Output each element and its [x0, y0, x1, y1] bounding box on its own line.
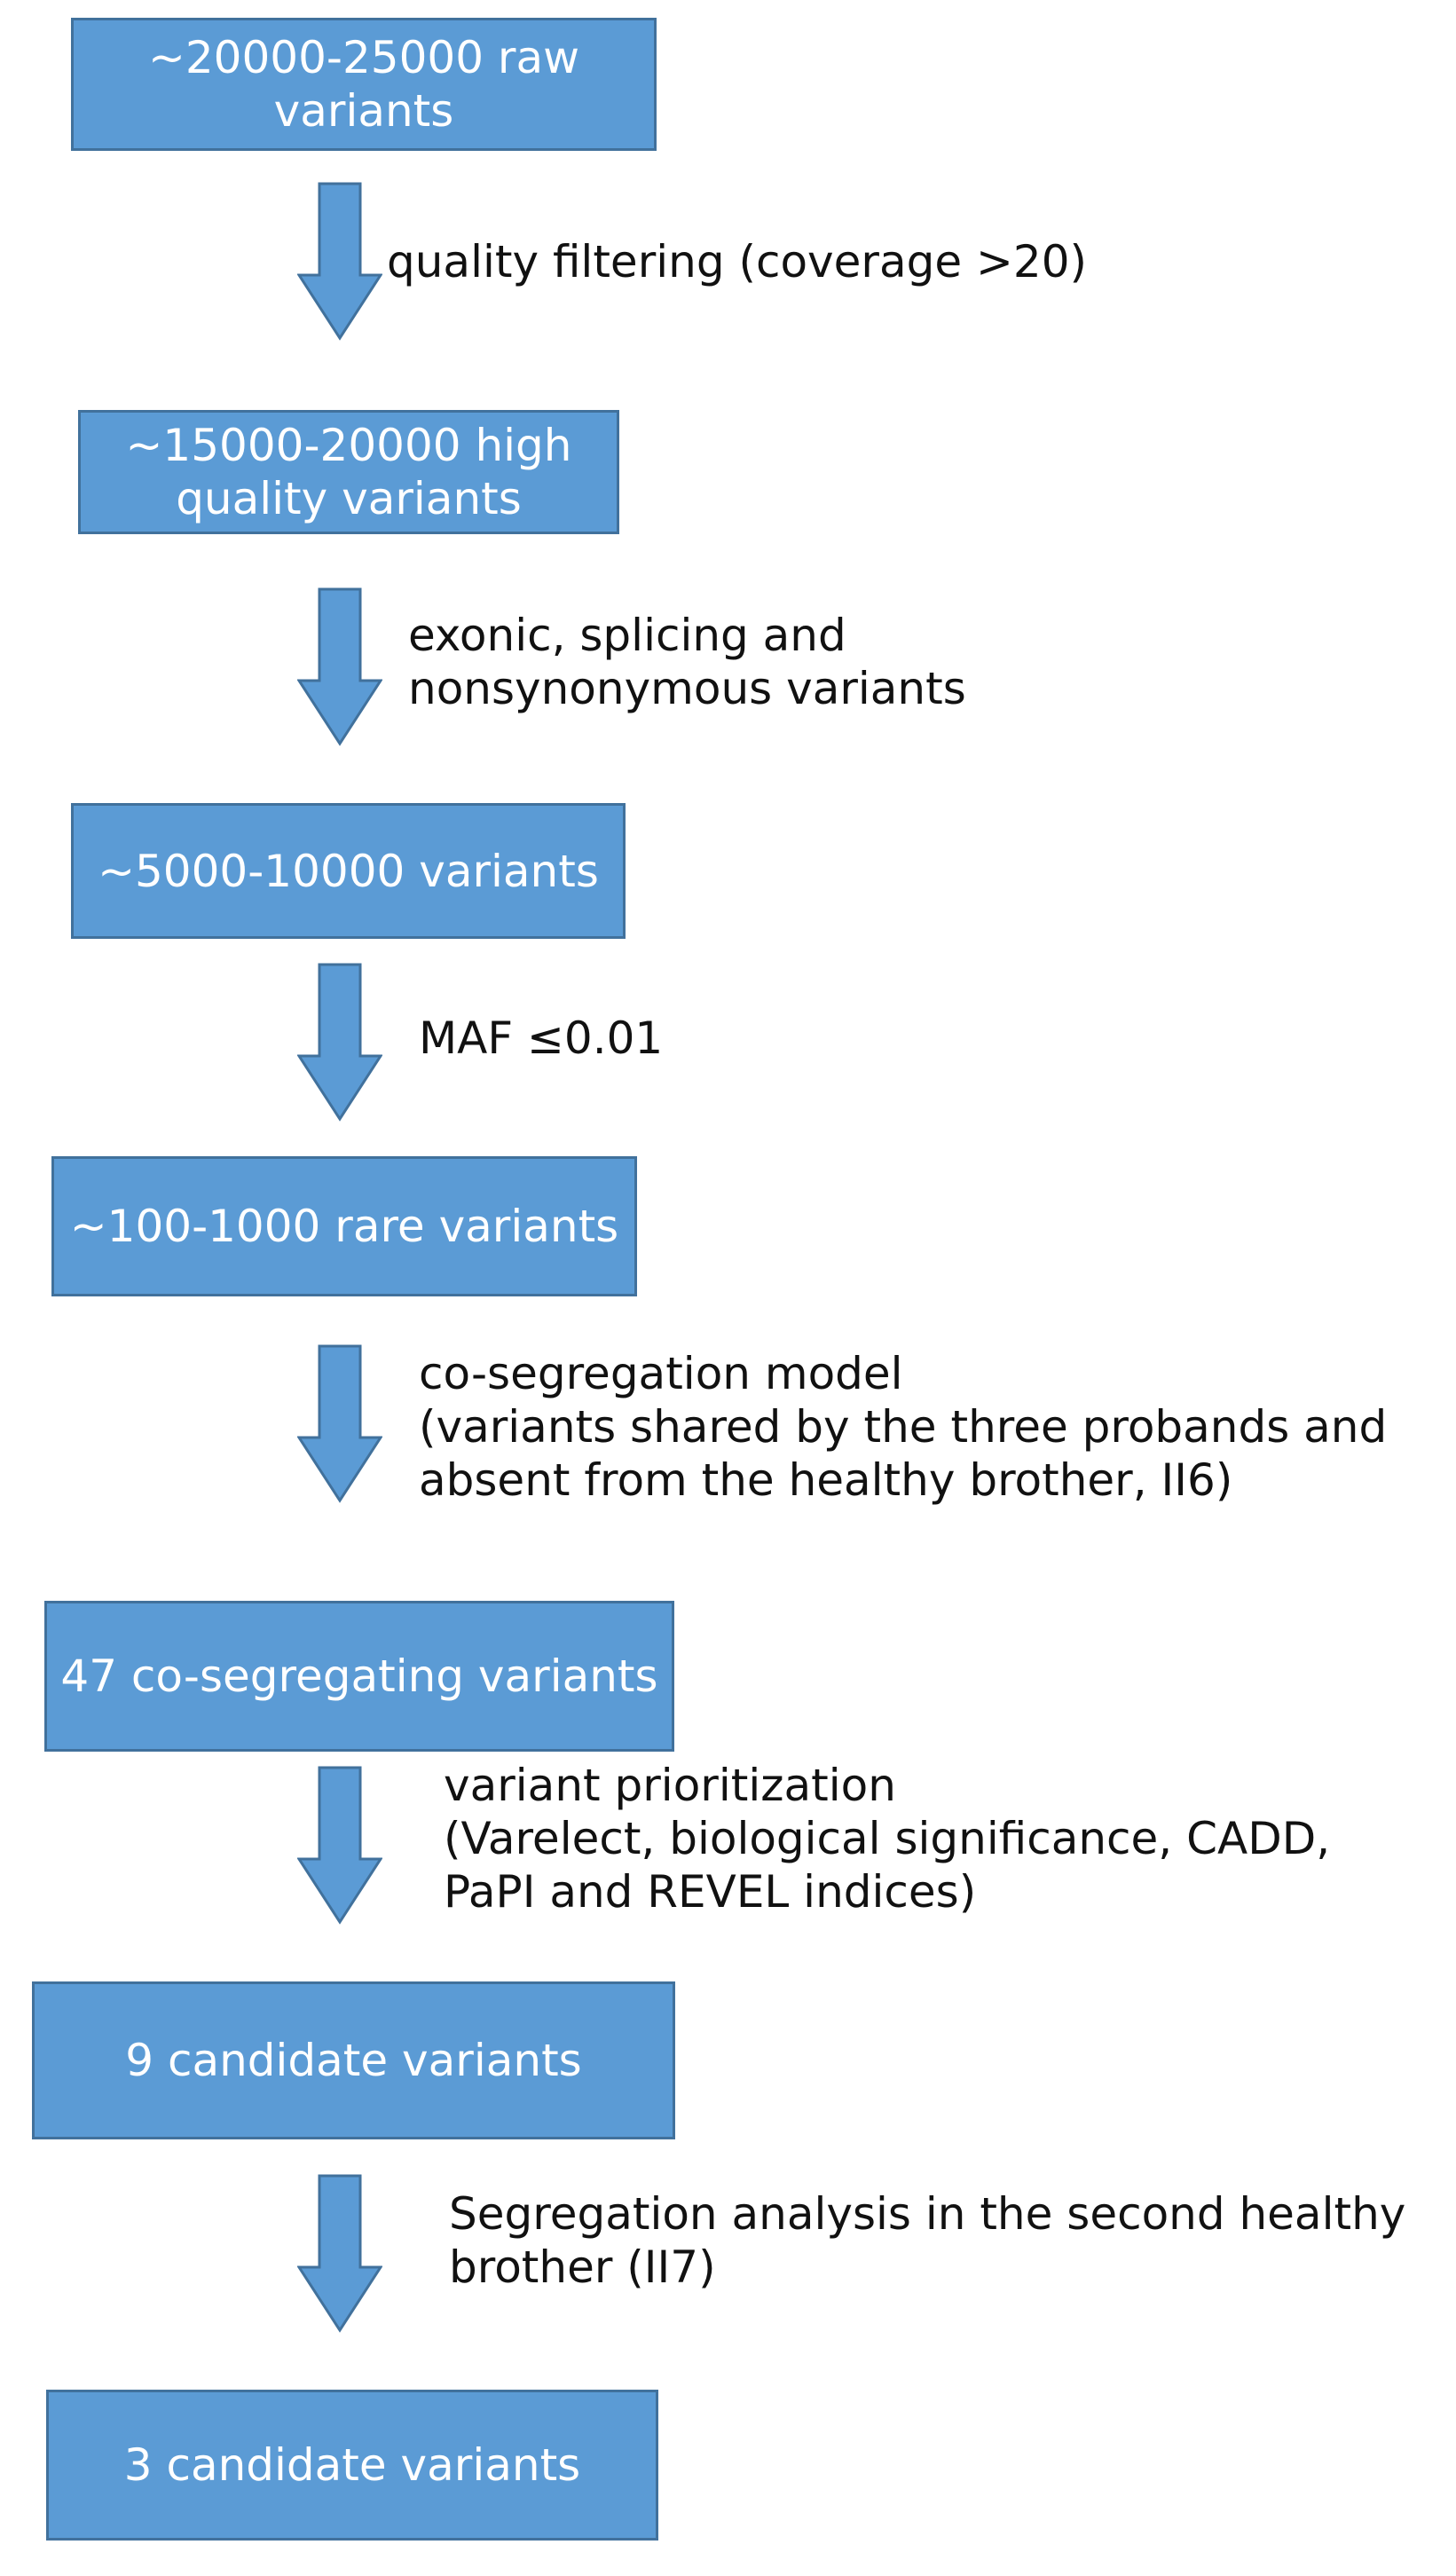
filter-label-maf: MAF ≤0.01 [419, 1012, 663, 1065]
filter-line: (Varelect, biological significance, CADD… [444, 1813, 1331, 1864]
filter-line: Segregation analysis in the second healt… [449, 2188, 1406, 2240]
step-box-exonic-variants: ~5000-10000 variants [71, 803, 626, 939]
filter-line: PaPI and REVEL indices) [444, 1866, 977, 1918]
filter-line: brother (II7) [449, 2241, 716, 2293]
filter-line: absent from the healthy brother, II6) [419, 1454, 1233, 1506]
filter-line: variant prioritization [444, 1760, 896, 1811]
filter-label-prioritization: variant prioritization (Varelect, biolog… [444, 1759, 1330, 1918]
step-box-nine-candidates: 9 candidate variants [32, 1981, 675, 2139]
filter-label-quality: quality filtering (coverage >20) [387, 235, 1087, 288]
filter-line: (variants shared by the three probands a… [419, 1401, 1388, 1453]
filter-line: nonsynonymous variants [408, 663, 966, 714]
step-box-rare-variants: ~100-1000 rare variants [51, 1156, 637, 1296]
step-line: 9 candidate variants [125, 2035, 582, 2086]
step-line: variants [273, 85, 454, 137]
filter-line: quality filtering (coverage >20) [387, 236, 1088, 288]
step-line: ~15000-20000 high [125, 420, 572, 471]
down-arrow-icon [297, 182, 382, 341]
filter-label-segregation: Segregation analysis in the second healt… [449, 2187, 1405, 2294]
step-box-co-segregating-variants: 47 co-segregating variants [44, 1601, 674, 1752]
down-arrow-icon [297, 1766, 382, 1925]
step-line: ~100-1000 rare variants [69, 1201, 619, 1252]
down-arrow-icon [297, 1344, 382, 1503]
filter-label-co-segregation: co-segregation model (variants shared by… [419, 1347, 1387, 1507]
step-line: 3 candidate variants [123, 2439, 581, 2491]
step-box-three-candidates: 3 candidate variants [46, 2390, 658, 2541]
step-line: ~20000-25000 raw [147, 32, 580, 83]
filter-label-exonic: exonic, splicing and nonsynonymous varia… [408, 609, 966, 715]
step-line: 47 co-segregating variants [60, 1650, 658, 1702]
down-arrow-icon [297, 2174, 382, 2333]
step-line: quality variants [176, 473, 522, 524]
filter-line: MAF ≤0.01 [419, 1012, 664, 1064]
down-arrow-icon [297, 587, 382, 746]
filter-line: exonic, splicing and [408, 610, 846, 661]
filter-line: co-segregation model [419, 1348, 903, 1399]
step-line: ~5000-10000 variants [98, 845, 599, 897]
down-arrow-icon [297, 963, 382, 1122]
